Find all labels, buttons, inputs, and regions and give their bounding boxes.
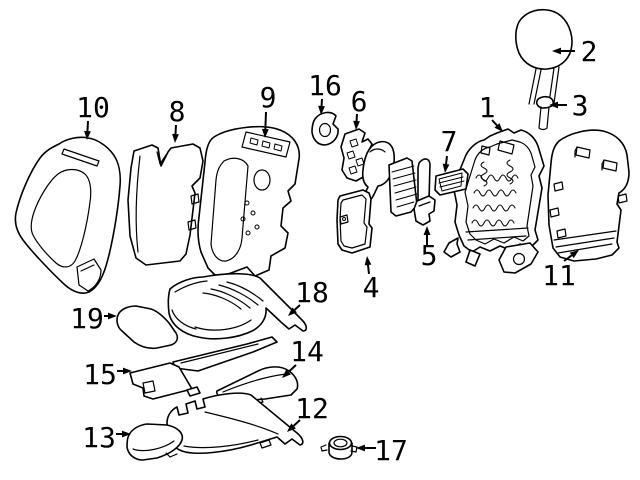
callout-arrow-head [122, 430, 131, 438]
callout-headrest: 2 [552, 35, 597, 68]
part-number-label: 9 [260, 81, 277, 114]
callout-arrow-head [552, 47, 561, 55]
callout-arrow-head [569, 250, 579, 259]
callout-arrow-head [84, 130, 91, 140]
callout-arrow-head [356, 444, 365, 452]
callout-arrow-line [86, 120, 89, 132]
part-10-seat-back-cover [14, 136, 122, 294]
callout-arrow-head [288, 307, 297, 316]
part-3-headrest-guide [535, 95, 555, 131]
cushion-cover-sheet [172, 336, 278, 372]
callout-seat-cushion-cover: 18 [288, 276, 329, 316]
part-number-label: 8 [169, 95, 186, 128]
callout-arrow-head [108, 312, 117, 320]
callout-inner-bolster-pad: 19 [70, 302, 117, 335]
callout-cushion-trim-panel: 15 [83, 358, 132, 391]
part-16-mounting-bracket [311, 111, 339, 146]
callout-headrest-guide: 3 [549, 89, 588, 122]
part-8-seat-back-pad [127, 143, 204, 266]
part-number-label: 6 [351, 85, 368, 118]
callout-arrow-line [445, 155, 448, 165]
callout-arrow-line [293, 304, 301, 311]
callout-mounting-bracket: 16 [308, 69, 342, 115]
callout-arrow-head [261, 128, 269, 138]
part-5-lumbar-support-bracket [413, 195, 436, 226]
callout-switch-module: 7 [441, 125, 458, 173]
part-number-label: 11 [542, 259, 576, 292]
part-1-seat-back-frame [443, 128, 545, 274]
part-18-seat-cushion-cover [167, 272, 308, 340]
part-4-side-trim-panel [336, 189, 373, 254]
callout-seat-back-cushion: 9 [260, 81, 277, 138]
callout-arrow-head [282, 369, 291, 378]
callout-arrow-line [292, 419, 301, 427]
callout-seat-back-frame: 1 [479, 91, 503, 132]
part-number-label: 4 [363, 271, 380, 304]
part-15-cushion-trim-panel [129, 362, 201, 400]
callout-arrow-head [549, 101, 558, 109]
part-17-sensor-module [320, 435, 358, 460]
callout-side-frame-bracket: 6 [351, 85, 368, 130]
callout-arrow-head [123, 367, 132, 375]
part-2-headrest [515, 8, 573, 105]
part-number-label: 2 [581, 35, 598, 68]
part-number-label: 19 [70, 302, 104, 335]
part-number-label: 18 [295, 276, 329, 309]
callout-arrow-line [264, 111, 267, 130]
callout-arrow-head [172, 133, 179, 143]
callout-arrow-line [174, 124, 177, 135]
part-7-switch-module [434, 168, 469, 196]
part-number-label: 1 [479, 91, 496, 124]
part-number-label: 5 [421, 239, 438, 272]
callout-sensor-module: 17 [356, 434, 408, 467]
callout-arrow-line [287, 364, 297, 373]
part-13-outer-bolster-pad [126, 423, 184, 461]
part-19-inner-bolster-pad [116, 305, 179, 350]
side-bolster-pod [361, 140, 396, 202]
callout-outer-bolster-pad: 13 [82, 421, 131, 454]
callout-arrow-line [367, 264, 370, 275]
part-number-label: 16 [308, 69, 342, 102]
callout-arrow-head [442, 163, 450, 173]
part-number-label: 15 [83, 358, 117, 391]
part-11-seat-back-panel [547, 129, 630, 262]
part-number-label: 12 [295, 392, 329, 425]
part-number-label: 10 [76, 91, 110, 124]
callout-arrow-line [491, 119, 498, 127]
part-number-label: 14 [290, 335, 324, 368]
part-number-label: 7 [441, 125, 458, 158]
callout-arrow-head [287, 423, 296, 432]
callout-side-trim-panel: 4 [363, 256, 380, 304]
callout-arrow-head [494, 123, 503, 132]
callout-seat-back-pad: 8 [169, 95, 186, 143]
callout-seat-cushion-foam: 12 [287, 392, 329, 432]
part-number-label: 17 [374, 434, 408, 467]
callout-seat-back-panel: 11 [542, 250, 579, 292]
callout-arrow-line [563, 254, 573, 262]
part-9-seat-back-cushion [197, 125, 301, 278]
callout-seat-back-cover: 10 [76, 91, 110, 140]
callout-arrow-head [364, 256, 372, 266]
part-12-seat-cushion-foam [166, 392, 304, 455]
callout-arrow-head [318, 105, 325, 115]
callout-cushion-pad: 14 [282, 335, 324, 378]
callout-arrow-head [423, 226, 431, 235]
callout-lumbar-support-bracket: 5 [421, 226, 438, 272]
callout-arrow-head [353, 120, 360, 130]
part-number-label: 3 [572, 89, 589, 122]
part-number-label: 13 [82, 421, 116, 454]
